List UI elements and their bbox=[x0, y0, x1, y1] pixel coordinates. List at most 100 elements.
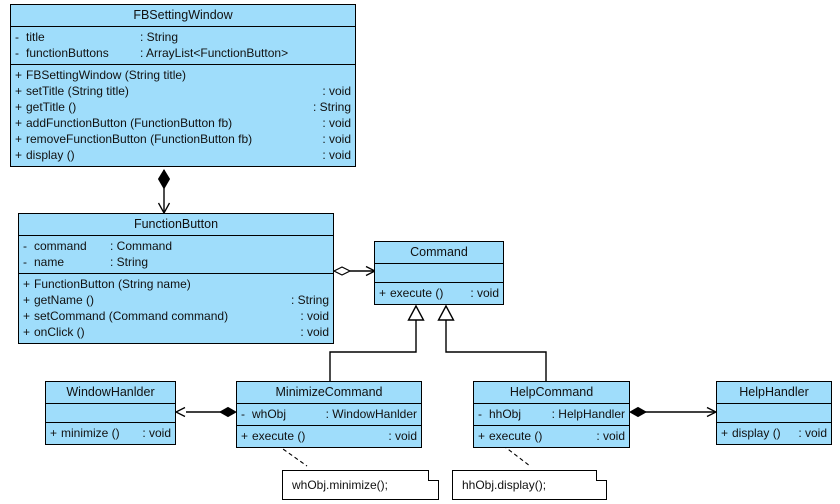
visibility-marker: + bbox=[241, 429, 249, 444]
note-text-help: hhObj.display(); bbox=[462, 478, 547, 492]
method-return-type: : void bbox=[322, 132, 351, 147]
attribute-name: name bbox=[34, 255, 65, 270]
method-name: setTitle (String title) bbox=[26, 84, 129, 99]
note-body-minimize: whObj.minimize(); bbox=[282, 470, 439, 500]
visibility-marker: + bbox=[23, 293, 31, 308]
class-box-helphandler[interactable]: HelpHandler + display () : void bbox=[716, 381, 832, 446]
method-name: addFunctionButton (FunctionButton fb) bbox=[26, 116, 233, 131]
visibility-marker: + bbox=[379, 286, 387, 301]
attributes-compartment-command bbox=[375, 264, 503, 284]
method-return-type bbox=[345, 67, 351, 83]
methods-compartment-command: + execute () : void bbox=[375, 283, 503, 304]
method-name: FBSettingWindow (String title) bbox=[26, 68, 187, 83]
methods-compartment-windowhanlder: + minimize () : void bbox=[46, 423, 175, 444]
attribute-row: - hhObj : HelpHandler bbox=[474, 406, 629, 422]
method-row: + execute () : void bbox=[375, 285, 503, 301]
class-name-functionbutton: FunctionButton bbox=[19, 214, 333, 237]
attribute-type: : HelpHandler bbox=[551, 407, 625, 422]
method-row: + display () : void bbox=[717, 425, 831, 441]
method-return-type: : void bbox=[322, 84, 351, 99]
attributes-compartment-windowhanlder bbox=[46, 404, 175, 424]
method-return-type: : void bbox=[470, 286, 499, 301]
attribute-type: : ArrayList<FunctionButton> bbox=[140, 46, 289, 61]
attributes-compartment-helphandler bbox=[717, 404, 831, 424]
attribute-type: : String bbox=[140, 30, 179, 45]
visibility-marker: + bbox=[15, 132, 23, 147]
visibility-marker: - bbox=[23, 239, 27, 254]
relation-minimizecommand-command bbox=[329, 304, 425, 381]
class-name-helpcommand: HelpCommand bbox=[474, 382, 629, 405]
method-row: + removeFunctionButton (FunctionButton f… bbox=[11, 131, 355, 147]
method-row: + addFunctionButton (FunctionButton fb) … bbox=[11, 115, 355, 131]
visibility-marker: + bbox=[50, 426, 58, 441]
method-row: + FunctionButton (String name) bbox=[19, 276, 333, 292]
visibility-marker: + bbox=[15, 148, 23, 163]
class-box-windowhanlder[interactable]: WindowHanlder + minimize () : void bbox=[45, 381, 176, 446]
attribute-type: : String bbox=[110, 255, 149, 270]
method-row: + execute () : void bbox=[237, 428, 421, 444]
method-return-type: : void bbox=[142, 426, 171, 441]
method-name: onClick () bbox=[34, 325, 85, 340]
method-name: display () bbox=[26, 148, 75, 163]
visibility-marker: + bbox=[23, 325, 31, 340]
attribute-name: functionButtons bbox=[26, 46, 109, 61]
class-box-fbsettingwindow[interactable]: FBSettingWindow - title : String - funct… bbox=[10, 4, 356, 168]
note-box-minimize[interactable]: whObj.minimize(); bbox=[282, 470, 439, 500]
note-text-minimize: whObj.minimize(); bbox=[292, 478, 389, 492]
method-return-type: : void bbox=[322, 116, 351, 131]
visibility-marker: + bbox=[721, 426, 729, 441]
class-name-windowhanlder: WindowHanlder bbox=[46, 382, 175, 405]
method-row: + setCommand (Command command) : void bbox=[19, 308, 333, 324]
relation-minimizecommand-windowhanlder bbox=[174, 406, 238, 418]
attribute-row: - command : Command bbox=[19, 238, 333, 254]
method-return-type: : void bbox=[596, 429, 625, 444]
method-row: + getName () : String bbox=[19, 292, 333, 308]
method-name: removeFunctionButton (FunctionButton fb) bbox=[26, 132, 253, 147]
visibility-marker: + bbox=[23, 309, 31, 324]
method-return-type: : void bbox=[388, 429, 417, 444]
attribute-row: - name : String bbox=[19, 254, 333, 270]
class-name-minimizecommand: MinimizeCommand bbox=[237, 382, 421, 405]
attributes-compartment-helpcommand: - hhObj : HelpHandler bbox=[474, 404, 629, 427]
visibility-marker: - bbox=[15, 30, 19, 45]
method-name: getName () bbox=[34, 293, 95, 308]
class-box-command[interactable]: Command + execute () : void bbox=[374, 241, 504, 306]
attributes-compartment-fbsettingwindow: - title : String - functionButtons : Arr… bbox=[11, 27, 355, 66]
note-fold-corner-icon bbox=[428, 470, 439, 481]
class-name-helphandler: HelpHandler bbox=[717, 382, 831, 405]
method-name: execute () bbox=[252, 429, 306, 444]
attributes-compartment-minimizecommand: - whObj : WindowHanlder bbox=[237, 404, 421, 427]
method-name: FunctionButton (String name) bbox=[34, 277, 191, 292]
visibility-marker: - bbox=[15, 46, 19, 61]
method-return-type: : void bbox=[300, 325, 329, 340]
method-return-type: : String bbox=[290, 293, 329, 308]
method-return-type: : void bbox=[322, 148, 351, 163]
method-return-type: : String bbox=[312, 100, 351, 115]
visibility-marker: - bbox=[241, 407, 245, 422]
method-name: execute () bbox=[489, 429, 543, 444]
method-name: display () bbox=[732, 426, 781, 441]
method-row: + FBSettingWindow (String title) bbox=[11, 67, 355, 83]
attribute-row: - whObj : WindowHanlder bbox=[237, 406, 421, 422]
class-box-minimizecommand[interactable]: MinimizeCommand - whObj : WindowHanlder … bbox=[236, 381, 422, 449]
methods-compartment-helpcommand: + execute () : void bbox=[474, 426, 629, 447]
relation-helpcommand-helphandler bbox=[628, 406, 718, 418]
methods-compartment-functionbutton: + FunctionButton (String name) + getName… bbox=[19, 274, 333, 343]
method-name: setCommand (Command command) bbox=[34, 309, 229, 324]
visibility-marker: + bbox=[15, 116, 23, 131]
method-return-type: : void bbox=[300, 309, 329, 324]
method-row: + getTitle () : String bbox=[11, 99, 355, 115]
visibility-marker: - bbox=[478, 407, 482, 422]
relation-helpcommand-command bbox=[437, 304, 547, 381]
relation-functionbutton-command bbox=[332, 265, 377, 277]
relation-fbsettingwindow-functionbutton bbox=[157, 169, 171, 215]
method-row: + execute () : void bbox=[474, 428, 629, 444]
class-name-command: Command bbox=[375, 242, 503, 265]
note-fold-corner-icon bbox=[596, 470, 607, 481]
note-box-help[interactable]: hhObj.display(); bbox=[452, 470, 607, 500]
class-box-functionbutton[interactable]: FunctionButton - command : Command - nam… bbox=[18, 213, 334, 345]
class-box-helpcommand[interactable]: HelpCommand - hhObj : HelpHandler + exec… bbox=[473, 381, 630, 449]
visibility-marker: + bbox=[478, 429, 486, 444]
methods-compartment-fbsettingwindow: + FBSettingWindow (String title) + setTi… bbox=[11, 65, 355, 166]
attribute-row: - functionButtons : ArrayList<FunctionBu… bbox=[11, 45, 355, 61]
